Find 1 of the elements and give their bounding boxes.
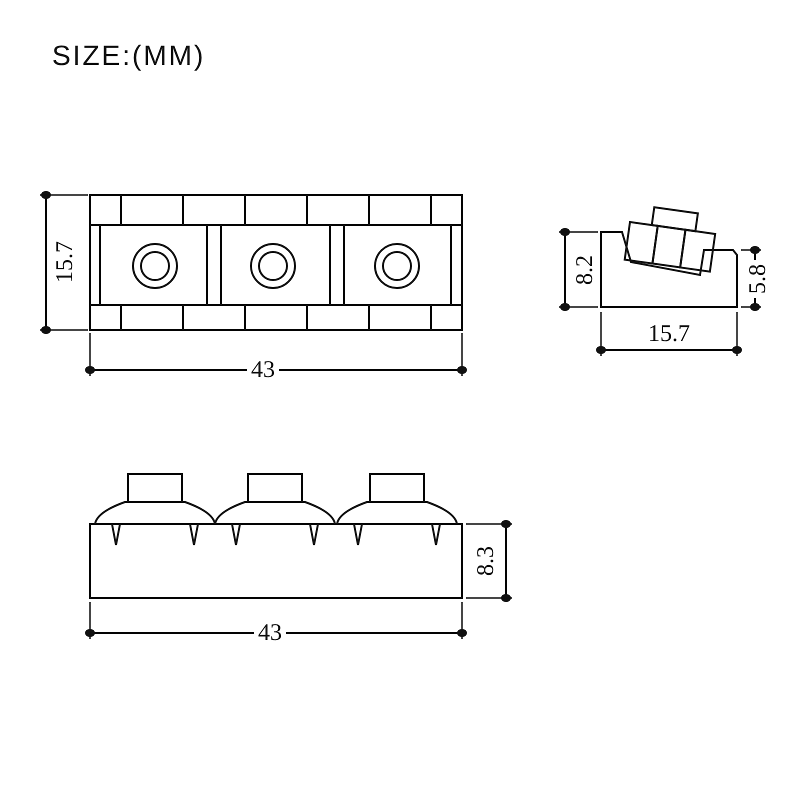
title: SIZE:(MM) [52,40,206,72]
